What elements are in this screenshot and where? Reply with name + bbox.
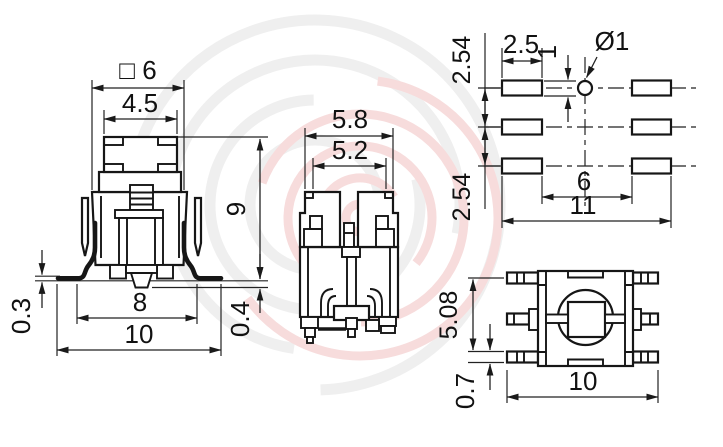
dim-label-top-lead-tip-span: 10 <box>569 366 598 396</box>
dim-label-row-pitch-lower: 2.54 <box>448 173 476 222</box>
lead <box>505 350 540 364</box>
pad <box>500 157 544 175</box>
top-view: 5.08 0.7 10 <box>435 269 660 409</box>
dim-label-height: 9 <box>221 202 251 216</box>
dim-label-body-square: □ 6 <box>119 55 156 85</box>
dim-label-hole-diameter: Ø1 <box>595 26 630 56</box>
front-view-dim-lines <box>35 80 268 356</box>
right-gullwing-lead <box>181 220 224 281</box>
locating-hole <box>576 79 594 97</box>
dim-label-lead-tip-span: 10 <box>125 319 154 349</box>
lead <box>505 271 540 285</box>
footprint-dim-lines <box>478 33 672 228</box>
lead <box>631 350 660 364</box>
dim-label-pad-gap: 6 <box>577 166 591 196</box>
spring <box>320 288 383 318</box>
side-view: 5.8 5.2 <box>298 104 400 344</box>
dim-label-standoff: 0.4 <box>225 301 255 337</box>
front-view-outline <box>55 135 224 289</box>
left-clip <box>80 196 90 257</box>
dim-label-lead-width: 0.7 <box>450 373 480 409</box>
center-boss <box>129 272 154 289</box>
side-view-dim-lines <box>304 128 394 189</box>
dim-label-side-width: 5.8 <box>332 104 368 134</box>
dim-label-pad-span: 11 <box>570 190 597 220</box>
side-view-outline <box>298 190 400 344</box>
pcb-footprint-view: 2.54 2.54 2.5 1 Ø1 6 11 <box>448 26 700 228</box>
top-view-dim-lines <box>468 277 659 403</box>
dim-label-lead-thickness: 0.3 <box>6 298 36 334</box>
lead <box>631 271 660 285</box>
dim-label-pad-length: 2.5 <box>503 29 539 59</box>
dim-label-row-pitch-upper: 2.54 <box>448 36 476 85</box>
pad <box>630 157 673 175</box>
dim-label-pad-width: 1 <box>532 45 562 59</box>
dim-label-button-width: 4.5 <box>122 88 158 118</box>
dim-label-lead-bend-span: 8 <box>133 287 147 317</box>
pad <box>500 79 544 97</box>
pad <box>630 79 673 97</box>
hole-leader <box>585 56 598 78</box>
left-gullwing-lead <box>55 220 98 281</box>
dim-label-lead-row-span: 5.08 <box>435 291 463 340</box>
side-plunger-head <box>341 246 361 258</box>
dim-label-side-inner-width: 5.2 <box>332 135 368 165</box>
top-view-body <box>536 269 635 368</box>
right-clip <box>193 196 203 257</box>
plunger <box>129 184 154 211</box>
pad <box>630 118 673 136</box>
front-view: □ 6 4.5 9 0.3 8 10 0.4 <box>6 55 268 356</box>
lead <box>505 312 531 326</box>
pad <box>500 118 544 136</box>
